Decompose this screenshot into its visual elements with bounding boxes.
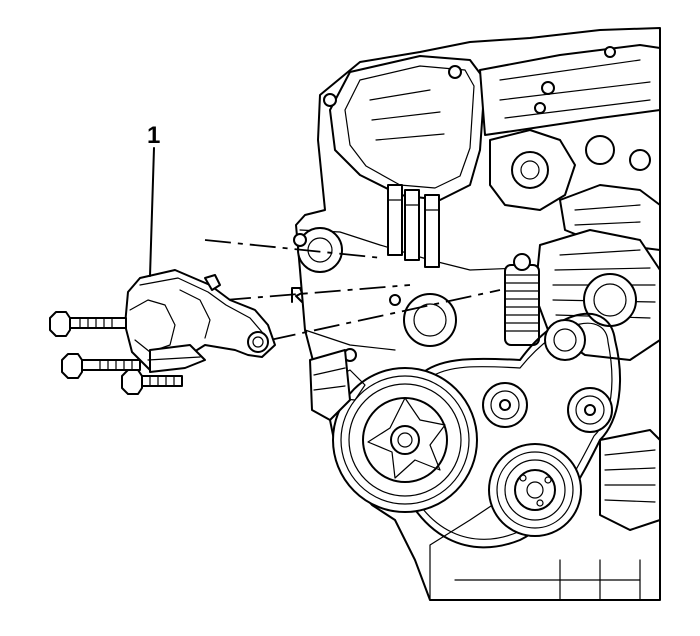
bolt-middle: [61, 353, 141, 379]
ac-compressor-pulley: [488, 443, 582, 537]
idler-pulleys: [482, 319, 613, 433]
bracket-marking: [291, 287, 303, 303]
coil-packs: [387, 184, 440, 268]
timing-cover-details: [293, 227, 457, 421]
bolt-upper: [49, 311, 127, 337]
alignment-dash-lines: [204, 239, 501, 341]
tensioner-spring: [504, 253, 540, 346]
callout-label-1: 1: [147, 122, 161, 149]
valve-cover: [329, 44, 661, 201]
bolt-lower: [121, 369, 183, 395]
callout-leader-line: [149, 147, 155, 277]
crankshaft-pulley: [332, 367, 478, 513]
serpentine-belt: [394, 312, 621, 549]
engine-mount-bracket: [124, 269, 276, 373]
lower-right-accessory: [599, 429, 661, 531]
